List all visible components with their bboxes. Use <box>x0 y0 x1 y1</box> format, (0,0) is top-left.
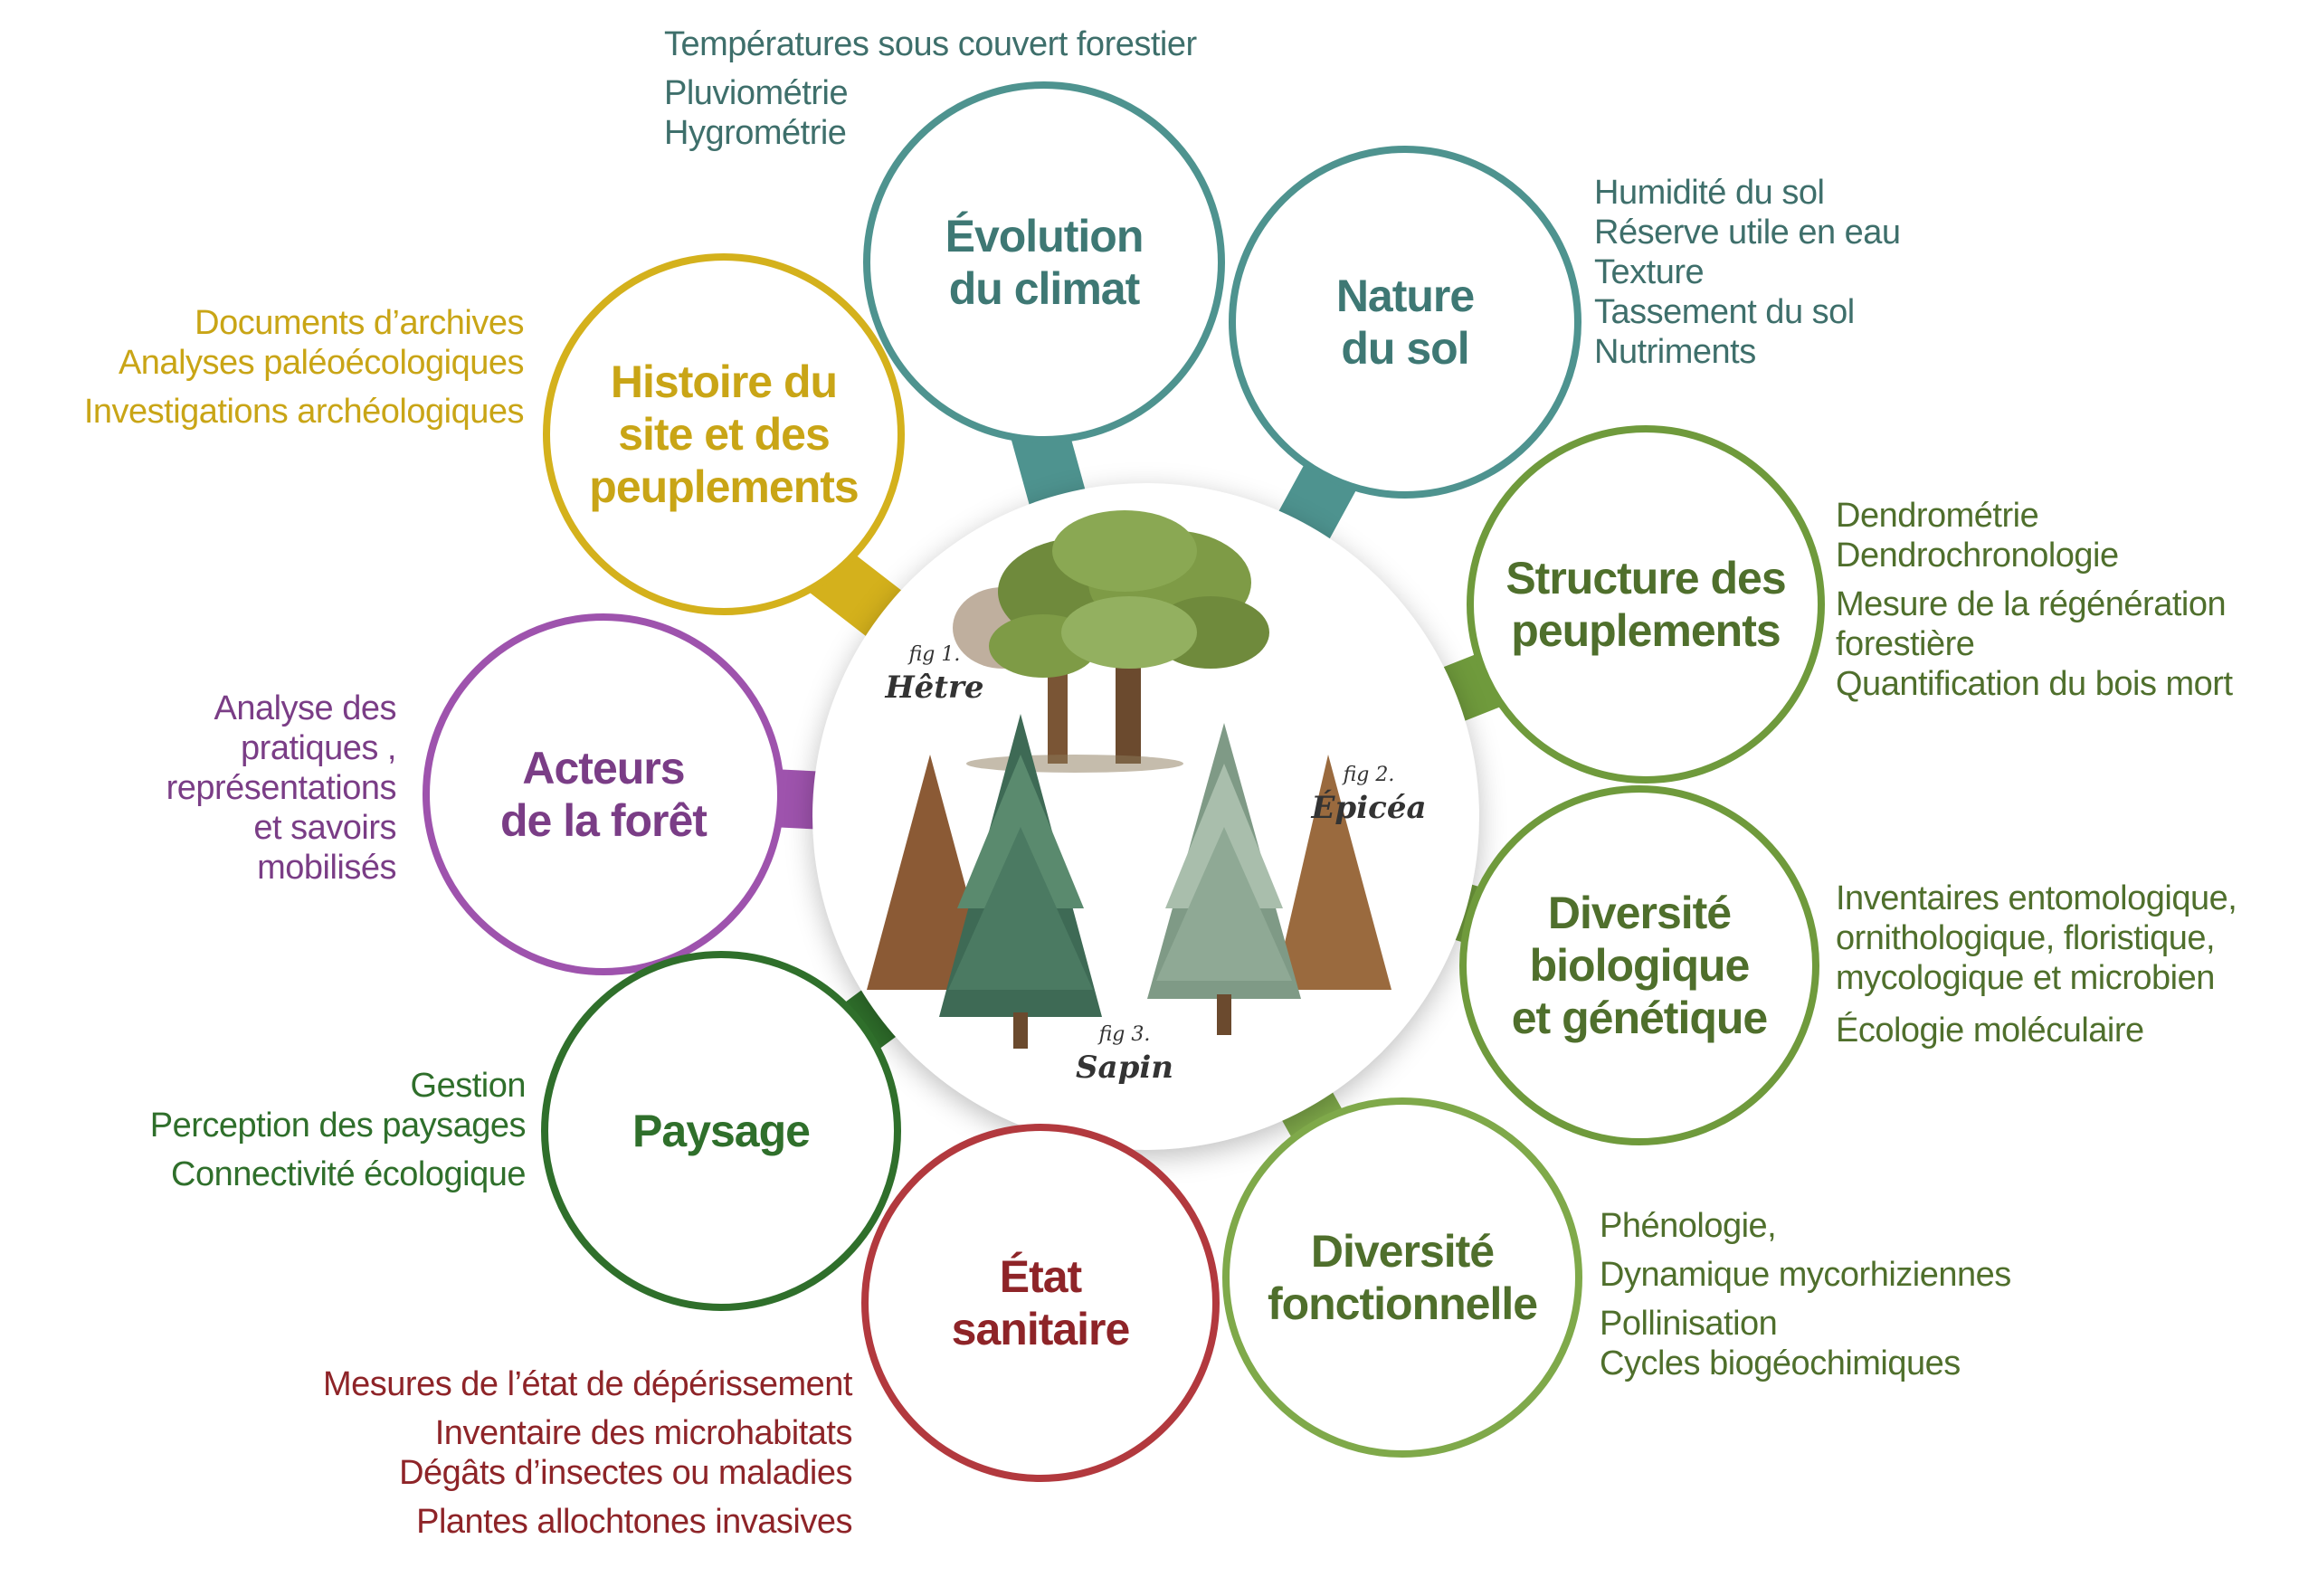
items-diversite-biologique: Inventaires entomologique, ornithologiqu… <box>1836 879 2237 1050</box>
node-title: Diversité fonctionnelle <box>1267 1226 1538 1329</box>
node-title: État sanitaire <box>951 1251 1131 1354</box>
fig2-label: fig 2. Épicéa <box>1301 759 1437 824</box>
item: Nutriments <box>1594 333 1756 371</box>
item: Dendrochronologie <box>1836 537 2119 575</box>
fig1-label: fig 1. Hêtre <box>867 639 1002 704</box>
item: Hygrométrie <box>664 114 847 152</box>
item: pratiques , <box>241 729 396 767</box>
item: Pollinisation <box>1600 1305 1778 1343</box>
item: Réserve utile en eau <box>1594 214 1901 252</box>
items-acteurs-foret: Analyse des pratiques , représentations … <box>166 689 397 888</box>
node-title: Structure des peuplements <box>1505 553 1786 656</box>
node-diversite-fonctionnelle: Diversité fonctionnelle <box>1222 1097 1582 1458</box>
item: Analyse des <box>214 689 396 727</box>
item: Humidité du sol <box>1594 174 1825 212</box>
item: Tassement du sol <box>1594 293 1855 331</box>
item: mycologique et microbien <box>1836 959 2215 997</box>
item: Gestion <box>410 1067 527 1105</box>
node-structure-peuplements: Structure des peuplements <box>1467 425 1825 784</box>
items-evolution-climat: Températures sous couvert forestier Pluv… <box>664 24 1197 153</box>
item: Dendrométrie <box>1836 497 2039 535</box>
node-title: Nature du sol <box>1335 271 1475 374</box>
item: Mesures de l’état de dépérissement <box>323 1365 853 1403</box>
item: mobilisés <box>257 849 396 887</box>
fig1-name: Hêtre <box>885 670 984 706</box>
items-structure-peuplements: Dendrométrie Dendrochronologie Mesure de… <box>1836 496 2233 704</box>
item: et savoirs <box>253 809 396 847</box>
node-title: Évolution du climat <box>945 211 1145 314</box>
item: ornithologique, floristique, <box>1836 919 2216 957</box>
item: Phénologie, <box>1600 1207 1777 1245</box>
fir-tree-illustration <box>867 714 1102 1049</box>
fig2-name: Épicéa <box>1311 790 1427 826</box>
items-paysage: Gestion Perception des paysages Connecti… <box>149 1066 527 1194</box>
node-etat-sanitaire: État sanitaire <box>861 1124 1220 1482</box>
center-illustration: fig 1. Hêtre fig 2. Épicéa fig 3. Sapin <box>812 483 1479 1150</box>
items-diversite-fonctionnelle: Phénologie, Dynamique mycorhiziennes Pol… <box>1600 1206 2011 1383</box>
item: représentations <box>166 769 397 807</box>
fig3-number: fig 3. <box>1098 1023 1151 1046</box>
item: Mesure de la régénération <box>1836 585 2227 623</box>
items-etat-sanitaire: Mesures de l’état de dépérissement Inven… <box>323 1364 853 1542</box>
item: Connectivité écologique <box>171 1155 527 1193</box>
item: Inventaire des microhabitats <box>434 1414 853 1452</box>
item: Investigations archéologiques <box>83 393 525 431</box>
item: Perception des paysages <box>149 1107 527 1145</box>
spruce-tree-illustration <box>1147 723 1391 1035</box>
node-title: Histoire du site et des peuplements <box>589 356 859 512</box>
node-title: Paysage <box>632 1106 811 1156</box>
item: Documents d’archives <box>195 304 524 342</box>
item: Quantification du bois mort <box>1836 665 2233 703</box>
item: Dégâts d’insectes ou maladies <box>399 1454 852 1492</box>
item: Plantes allochtones invasives <box>416 1503 852 1541</box>
fig2-number: fig 2. <box>1343 764 1395 786</box>
node-acteurs-foret: Acteurs de la forêt <box>423 613 784 975</box>
items-histoire-site: Documents d’archives Analyses paléoécolo… <box>83 303 525 432</box>
node-paysage: Paysage <box>541 951 901 1311</box>
node-title: Acteurs de la forêt <box>500 743 708 846</box>
node-histoire-site: Histoire du site et des peuplements <box>543 253 905 615</box>
node-title: Diversité biologique et génétique <box>1511 888 1768 1043</box>
item: Températures sous couvert forestier <box>664 25 1197 63</box>
fig3-label: fig 3. Sapin <box>1057 1019 1192 1084</box>
item: Pluviométrie <box>664 74 849 112</box>
node-evolution-climat: Évolution du climat <box>863 81 1225 443</box>
items-nature-sol: Humidité du sol Réserve utile en eau Tex… <box>1594 173 1901 372</box>
node-nature-sol: Nature du sol <box>1229 146 1581 499</box>
fig1-number: fig 1. <box>908 643 961 666</box>
item: Écologie moléculaire <box>1836 1012 2144 1050</box>
item: Analyses paléoécologiques <box>118 344 525 382</box>
item: forestière <box>1836 625 1975 663</box>
node-diversite-biologique: Diversité biologique et génétique <box>1459 785 1819 1145</box>
item: Cycles biogéochimiques <box>1600 1344 1961 1382</box>
item: Texture <box>1594 253 1705 291</box>
fig3-name: Sapin <box>1076 1050 1173 1086</box>
item: Dynamique mycorhiziennes <box>1600 1256 2011 1294</box>
item: Inventaires entomologique, <box>1836 879 2237 917</box>
